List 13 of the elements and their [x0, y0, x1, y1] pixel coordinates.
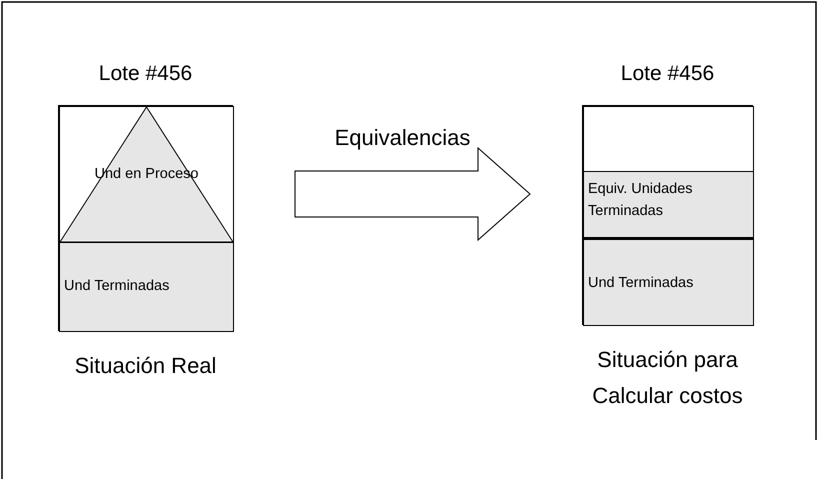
edge-label: Equivalencias	[334, 124, 470, 152]
section-label: Und Terminadas	[63, 277, 170, 296]
section-label: Und Terminadas	[587, 274, 694, 293]
node-label: Situación para Calcular costos	[591, 346, 744, 410]
node-label: Situación Real	[74, 352, 218, 380]
box-heading: Lote #456	[620, 61, 716, 87]
block-arrow	[294, 146, 531, 242]
box-section	[583, 171, 754, 239]
box-heading: Lote #456	[98, 61, 194, 87]
section-label: Equiv. Unidades Terminadas	[587, 180, 694, 221]
box-section	[59, 242, 234, 332]
box-section	[583, 237, 754, 326]
empty-box	[583, 106, 754, 172]
